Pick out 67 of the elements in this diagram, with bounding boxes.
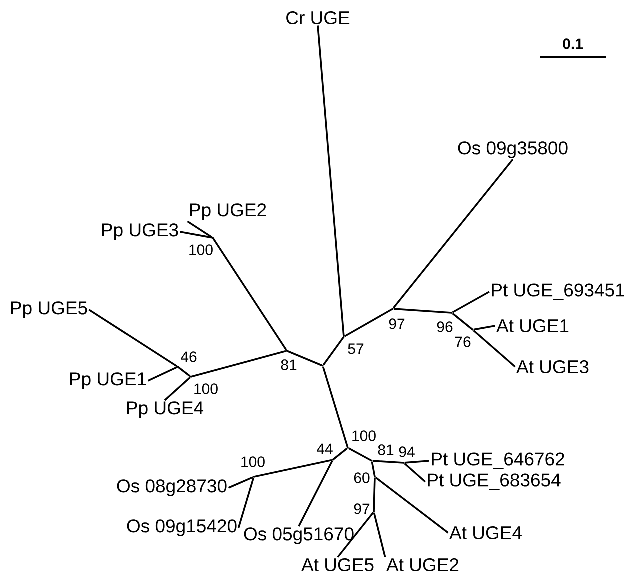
taxon-label: Pp UGE3 bbox=[102, 224, 178, 240]
taxon-label: At UGE3 bbox=[516, 360, 589, 374]
branch-line bbox=[394, 308, 452, 314]
bootstrap-value: 46 bbox=[181, 352, 197, 362]
branch-line bbox=[473, 330, 516, 368]
branch-line bbox=[404, 462, 426, 483]
branch-line bbox=[348, 448, 372, 462]
branch-line bbox=[332, 448, 348, 461]
branch-line bbox=[373, 512, 386, 558]
bootstrap-value: 44 bbox=[317, 444, 333, 454]
taxon-label: Pp UGE1 bbox=[70, 372, 146, 390]
branch-line bbox=[372, 460, 404, 464]
branch-line bbox=[452, 291, 490, 314]
taxon-label: Os 08g28730 bbox=[117, 480, 227, 496]
taxon-label: Pp UGE2 bbox=[190, 204, 266, 220]
bootstrap-value: 96 bbox=[437, 322, 453, 332]
branch-line bbox=[286, 350, 322, 366]
branch-line bbox=[373, 478, 376, 512]
taxon-label: Pt UGE_683654 bbox=[428, 474, 561, 490]
branch-line bbox=[375, 476, 449, 534]
taxon-label: Os 05g51670 bbox=[244, 528, 354, 544]
taxon-label: At UGE2 bbox=[386, 558, 459, 572]
branch-line bbox=[88, 309, 178, 368]
bootstrap-value: 100 bbox=[194, 384, 218, 394]
taxon-label: Os 09g35800 bbox=[458, 142, 568, 158]
bootstrap-value: 94 bbox=[399, 446, 415, 458]
bootstrap-value: 60 bbox=[354, 472, 370, 484]
branch-line bbox=[148, 366, 178, 382]
branch-line bbox=[212, 238, 288, 351]
branch-line bbox=[344, 308, 394, 338]
branch-line bbox=[164, 377, 191, 402]
branch-line bbox=[452, 312, 474, 331]
bootstrap-value: 81 bbox=[281, 360, 297, 370]
taxon-label: Pp UGE4 bbox=[127, 402, 204, 418]
bootstrap-value: 57 bbox=[348, 344, 364, 354]
taxon-label: At UGE1 bbox=[496, 319, 569, 333]
bootstrap-value: 97 bbox=[389, 318, 405, 330]
taxon-label: Pp UGE5 bbox=[11, 302, 88, 318]
taxon-label: Pt UGE_646762 bbox=[432, 452, 564, 470]
branch-line bbox=[190, 350, 286, 378]
branch-line bbox=[187, 220, 213, 238]
branch-line bbox=[474, 325, 496, 331]
scale-label: 0.1 bbox=[563, 38, 583, 50]
branch-line bbox=[337, 512, 374, 558]
branch-line bbox=[317, 26, 345, 336]
bootstrap-value: 100 bbox=[242, 456, 265, 468]
branch-line bbox=[228, 476, 254, 489]
taxon-label: At UGE4 bbox=[450, 526, 522, 540]
bootstrap-value: 97 bbox=[354, 504, 370, 514]
branch-line bbox=[404, 460, 430, 464]
branch-line bbox=[177, 366, 191, 378]
branch-line bbox=[371, 462, 376, 478]
taxon-label: Cr UGE bbox=[286, 11, 350, 25]
bootstrap-value: 100 bbox=[190, 244, 213, 256]
branch-line bbox=[180, 231, 212, 239]
bootstrap-value: 81 bbox=[378, 444, 394, 456]
branch-line bbox=[254, 459, 332, 478]
branch-line bbox=[238, 478, 255, 528]
branch-line bbox=[298, 460, 334, 527]
bootstrap-value: 100 bbox=[352, 430, 376, 442]
taxon-label: Pt UGE_693451 bbox=[492, 284, 624, 300]
taxon-label: Os 09g15420 bbox=[127, 520, 237, 536]
branch-line bbox=[322, 366, 349, 448]
bootstrap-value: 76 bbox=[455, 336, 471, 348]
taxon-label: At UGE5 bbox=[302, 558, 374, 572]
branch-line bbox=[392, 159, 514, 309]
branch-line bbox=[322, 336, 345, 366]
